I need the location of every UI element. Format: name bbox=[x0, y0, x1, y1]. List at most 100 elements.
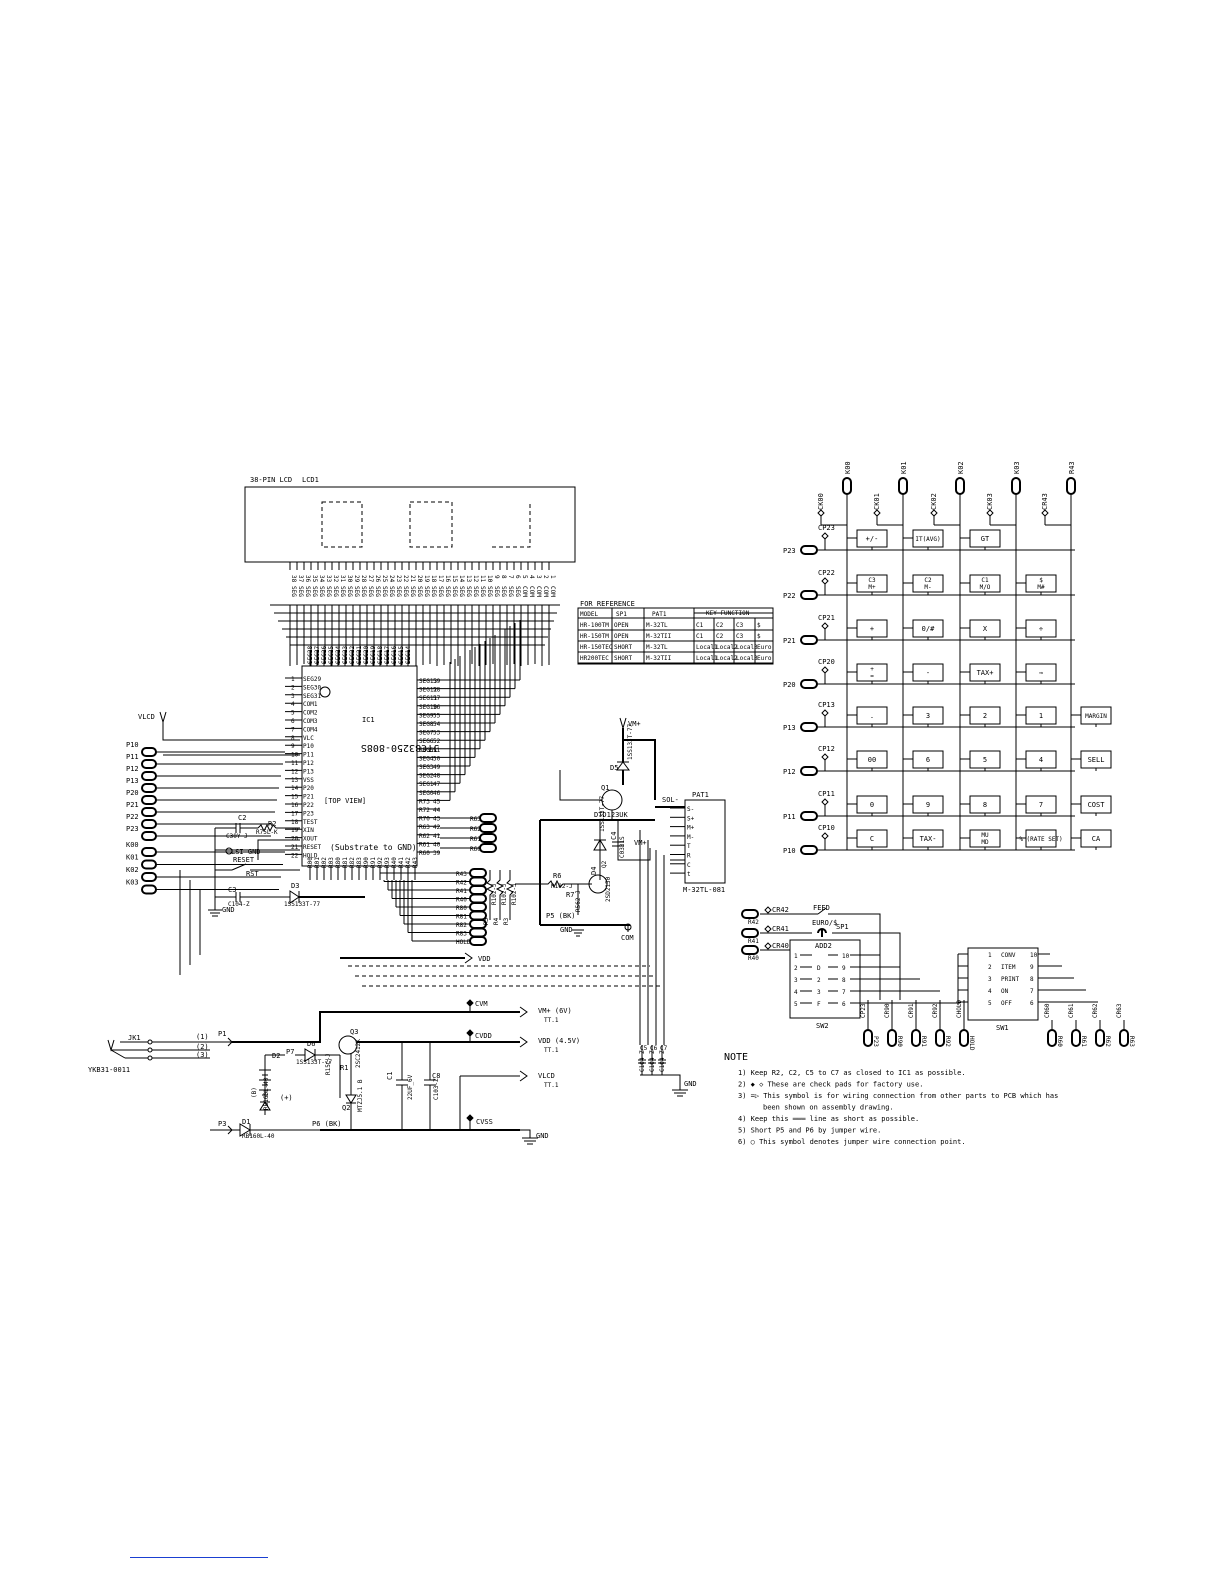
ic-pin-number: 3 bbox=[291, 693, 295, 700]
check-pad-label: CR41 bbox=[772, 925, 789, 933]
resistor-ref: R4 bbox=[493, 917, 500, 925]
key-label: C1 bbox=[981, 577, 989, 584]
ic-pin-number: 21 bbox=[291, 844, 299, 851]
resistor-val: R102-J bbox=[511, 883, 518, 905]
lcd-pin-name: COM bbox=[521, 586, 528, 597]
gnd-caps-label: GND bbox=[684, 1080, 697, 1088]
check-pad-icon bbox=[764, 906, 772, 914]
row-port-label: P10 bbox=[783, 847, 796, 855]
lcd-pin-number: 31 bbox=[339, 575, 346, 583]
ref-cell: C1 bbox=[696, 622, 704, 629]
ic-pin-name: P11 bbox=[303, 752, 314, 759]
lcd-pin-name: COM bbox=[549, 586, 556, 597]
d1-val: RB160L-40 bbox=[242, 1133, 275, 1140]
lcd-pin-name: SEG bbox=[437, 586, 444, 597]
connector-body bbox=[141, 759, 157, 769]
connector-body bbox=[141, 819, 157, 829]
sw1-pad-label: CR60 bbox=[1044, 1003, 1051, 1018]
cvss-label: CVSS bbox=[476, 1118, 493, 1126]
ic-pin-name: SEG2 bbox=[419, 773, 434, 780]
ref-header: MODEL bbox=[580, 611, 598, 618]
sw2-pin: 8 bbox=[842, 977, 846, 984]
cap-val: C104-Z bbox=[659, 1050, 666, 1072]
jk-pin3: (3) bbox=[196, 1051, 209, 1059]
connector-body bbox=[141, 783, 157, 793]
key-5-2: 5 bbox=[960, 750, 1001, 771]
lcd-pin-number: 12 bbox=[472, 575, 479, 583]
port-label: R61 bbox=[1080, 1036, 1087, 1047]
key-7-4: CA bbox=[1071, 829, 1112, 850]
key-6-4: COST bbox=[1071, 795, 1112, 816]
ic-pin-name: COM4 bbox=[303, 726, 318, 733]
lcd-pin-number: 34 bbox=[318, 575, 325, 583]
port-label: R80 bbox=[456, 905, 467, 912]
sw1-pin: 7 bbox=[1030, 988, 1034, 995]
row-port-connector bbox=[800, 679, 818, 689]
row-port-connector bbox=[800, 545, 818, 555]
d5-val: 1SS133T-77 bbox=[627, 723, 634, 760]
cvdd-label: CVDD bbox=[475, 1032, 492, 1040]
ref-cell: C3 bbox=[736, 622, 744, 629]
ic-pin-name: SEG10 bbox=[419, 704, 437, 711]
key-label: + bbox=[870, 625, 874, 633]
key-3-1: - bbox=[903, 663, 944, 684]
key-2-3: ÷ bbox=[1016, 619, 1057, 640]
check-pad-label: CR40 bbox=[772, 942, 789, 950]
column-label: K01 bbox=[900, 461, 908, 474]
c3-ref: C3 bbox=[228, 886, 236, 894]
ic-pin-name: SEG8 bbox=[419, 721, 434, 728]
port-label: P11 bbox=[126, 753, 139, 761]
key-label: 3 bbox=[926, 712, 930, 720]
jk-pin2: (2) bbox=[196, 1043, 209, 1051]
port-label: R42 bbox=[456, 880, 467, 887]
lcd-ref: LCD1 bbox=[302, 476, 319, 484]
row-port-connector bbox=[800, 635, 818, 645]
r2-ref: R2 bbox=[268, 820, 276, 828]
port-label: P20 bbox=[126, 789, 139, 797]
sw1-label: OFF bbox=[1001, 1000, 1012, 1007]
lcd-pin-number: 20 bbox=[416, 575, 423, 583]
lcd-pin-name: SEG bbox=[332, 586, 339, 597]
cap-ref: C6 bbox=[650, 1045, 658, 1052]
sw2-pin: 2 bbox=[794, 965, 798, 972]
ic-pin-number: 50 bbox=[433, 755, 441, 762]
connector-body bbox=[141, 859, 157, 870]
resistor-ref: R3 bbox=[503, 917, 510, 925]
port-connector bbox=[1095, 1029, 1105, 1047]
pat-pin-name: t bbox=[687, 871, 691, 878]
connector-body bbox=[141, 771, 157, 781]
key-1-1: C2M- bbox=[903, 574, 944, 595]
port-label: R92 bbox=[944, 1036, 951, 1047]
key-label: MU bbox=[981, 832, 989, 839]
lcd-pin-name: COM bbox=[542, 586, 549, 597]
key-4-0: . bbox=[847, 706, 888, 727]
ic-pin-number: 6 bbox=[291, 718, 295, 725]
c3-val: C104-Z bbox=[228, 901, 250, 908]
ic-pin-name: XOUT bbox=[303, 836, 318, 843]
note-line: 2) ◆ ◇ These are check pads for factory … bbox=[738, 1081, 923, 1089]
c1-ref: C1 bbox=[386, 1072, 394, 1080]
port-label: R42 bbox=[748, 919, 759, 926]
resistor-val: R102-J bbox=[501, 883, 508, 905]
port-label: HOLD bbox=[968, 1036, 975, 1051]
check-pad-icon bbox=[821, 577, 829, 585]
key-5-4: SELL bbox=[1071, 750, 1112, 771]
key-label: M/O bbox=[980, 584, 991, 591]
ic-pin-number: 17 bbox=[291, 810, 299, 817]
key-label: 5 bbox=[983, 756, 987, 764]
power-supply: JK1 YKB31-0011 (1) (2) (3) P1 P3 D1 RB16… bbox=[88, 999, 697, 1145]
port-connector bbox=[741, 909, 759, 919]
key-label: ÷ bbox=[1039, 625, 1043, 633]
ref-cell: C2 bbox=[716, 633, 724, 640]
ic-pin-name: SEG3 bbox=[419, 764, 434, 771]
column-pad-label: CK03 bbox=[986, 493, 994, 510]
column-port: R43 bbox=[1066, 461, 1076, 495]
ic-pin-number: 2 bbox=[291, 684, 295, 691]
column-pad-label: CR43 bbox=[1041, 493, 1049, 510]
lcd-pin-name: SEG bbox=[353, 586, 360, 597]
note-line: 6) ○ This symbol denotes jumper wire con… bbox=[738, 1138, 966, 1146]
sw1-pin: 9 bbox=[1030, 964, 1034, 971]
lcd-pin-number: 4 bbox=[528, 575, 535, 579]
sw2-pos: 2 bbox=[817, 977, 821, 984]
